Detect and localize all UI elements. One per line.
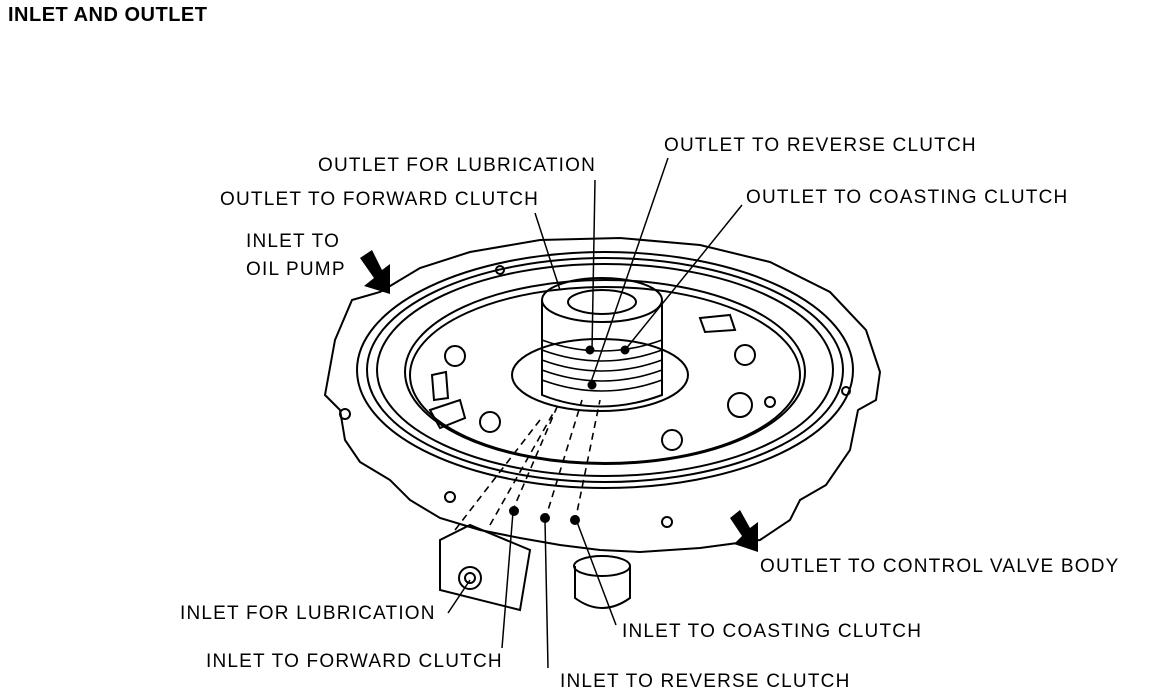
bolt-hole (495, 265, 505, 275)
bolt-hole (841, 386, 851, 396)
label-inlet-forward-clutch: INLET TO FORWARD CLUTCH (206, 651, 503, 672)
lubrication-fitting-inner (464, 572, 476, 584)
oil-passage (454, 399, 601, 531)
pump-ring-3 (376, 263, 834, 477)
label-inlet-reverse-clutch: INLET TO REVERSE CLUTCH (560, 671, 851, 692)
hub-grooves (541, 339, 663, 392)
label-outlet-control-valve: OUTLET TO CONTROL VALVE BODY (760, 556, 1120, 577)
port-dot (509, 506, 519, 516)
port-hole (727, 392, 753, 418)
pump-ring-2 (366, 257, 844, 483)
label-inlet-oil-pump-line2: OIL PUMP (246, 259, 346, 280)
lower-valve-block (439, 523, 532, 612)
pump-ring-outer (356, 251, 854, 489)
label-outlet-reverse-clutch: OUTLET TO REVERSE CLUTCH (664, 135, 977, 156)
lower-cylinder (574, 566, 631, 609)
port-hole (479, 411, 501, 433)
page-title: INLET AND OUTLET (8, 4, 208, 26)
bolt-hole (661, 516, 673, 528)
hub-top (541, 277, 663, 323)
lower-cylinder-top (573, 555, 631, 577)
lubrication-fitting (458, 566, 482, 590)
bolt-hole (444, 491, 456, 503)
port-dot (587, 380, 597, 390)
bolt-hole (339, 408, 351, 420)
pump-ring-inner (409, 286, 801, 464)
port-hole (444, 345, 466, 367)
inlet-arrow (360, 250, 390, 294)
bolt-hole (764, 396, 776, 408)
hub-bore (567, 289, 637, 315)
port-slot (428, 313, 737, 430)
label-outlet-forward-clutch: OUTLET TO FORWARD CLUTCH (220, 189, 540, 210)
outlet-arrow (730, 510, 758, 552)
hub-base-ring (511, 338, 689, 412)
label-inlet-lubrication: INLET FOR LUBRICATION (180, 603, 436, 624)
port-hole (734, 344, 756, 366)
pump-housing-outline (323, 236, 882, 554)
label-inlet-coasting-clutch: INLET TO COASTING CLUTCH (622, 621, 923, 642)
label-outlet-lubrication: OUTLET FOR LUBRICATION (318, 155, 597, 176)
leader-line (447, 157, 743, 669)
hub-cylinder (541, 300, 663, 408)
label-outlet-coasting-clutch: OUTLET TO COASTING CLUTCH (746, 187, 1069, 208)
port-hole (661, 429, 683, 451)
label-inlet-oil-pump-line1: INLET TO (246, 231, 341, 252)
